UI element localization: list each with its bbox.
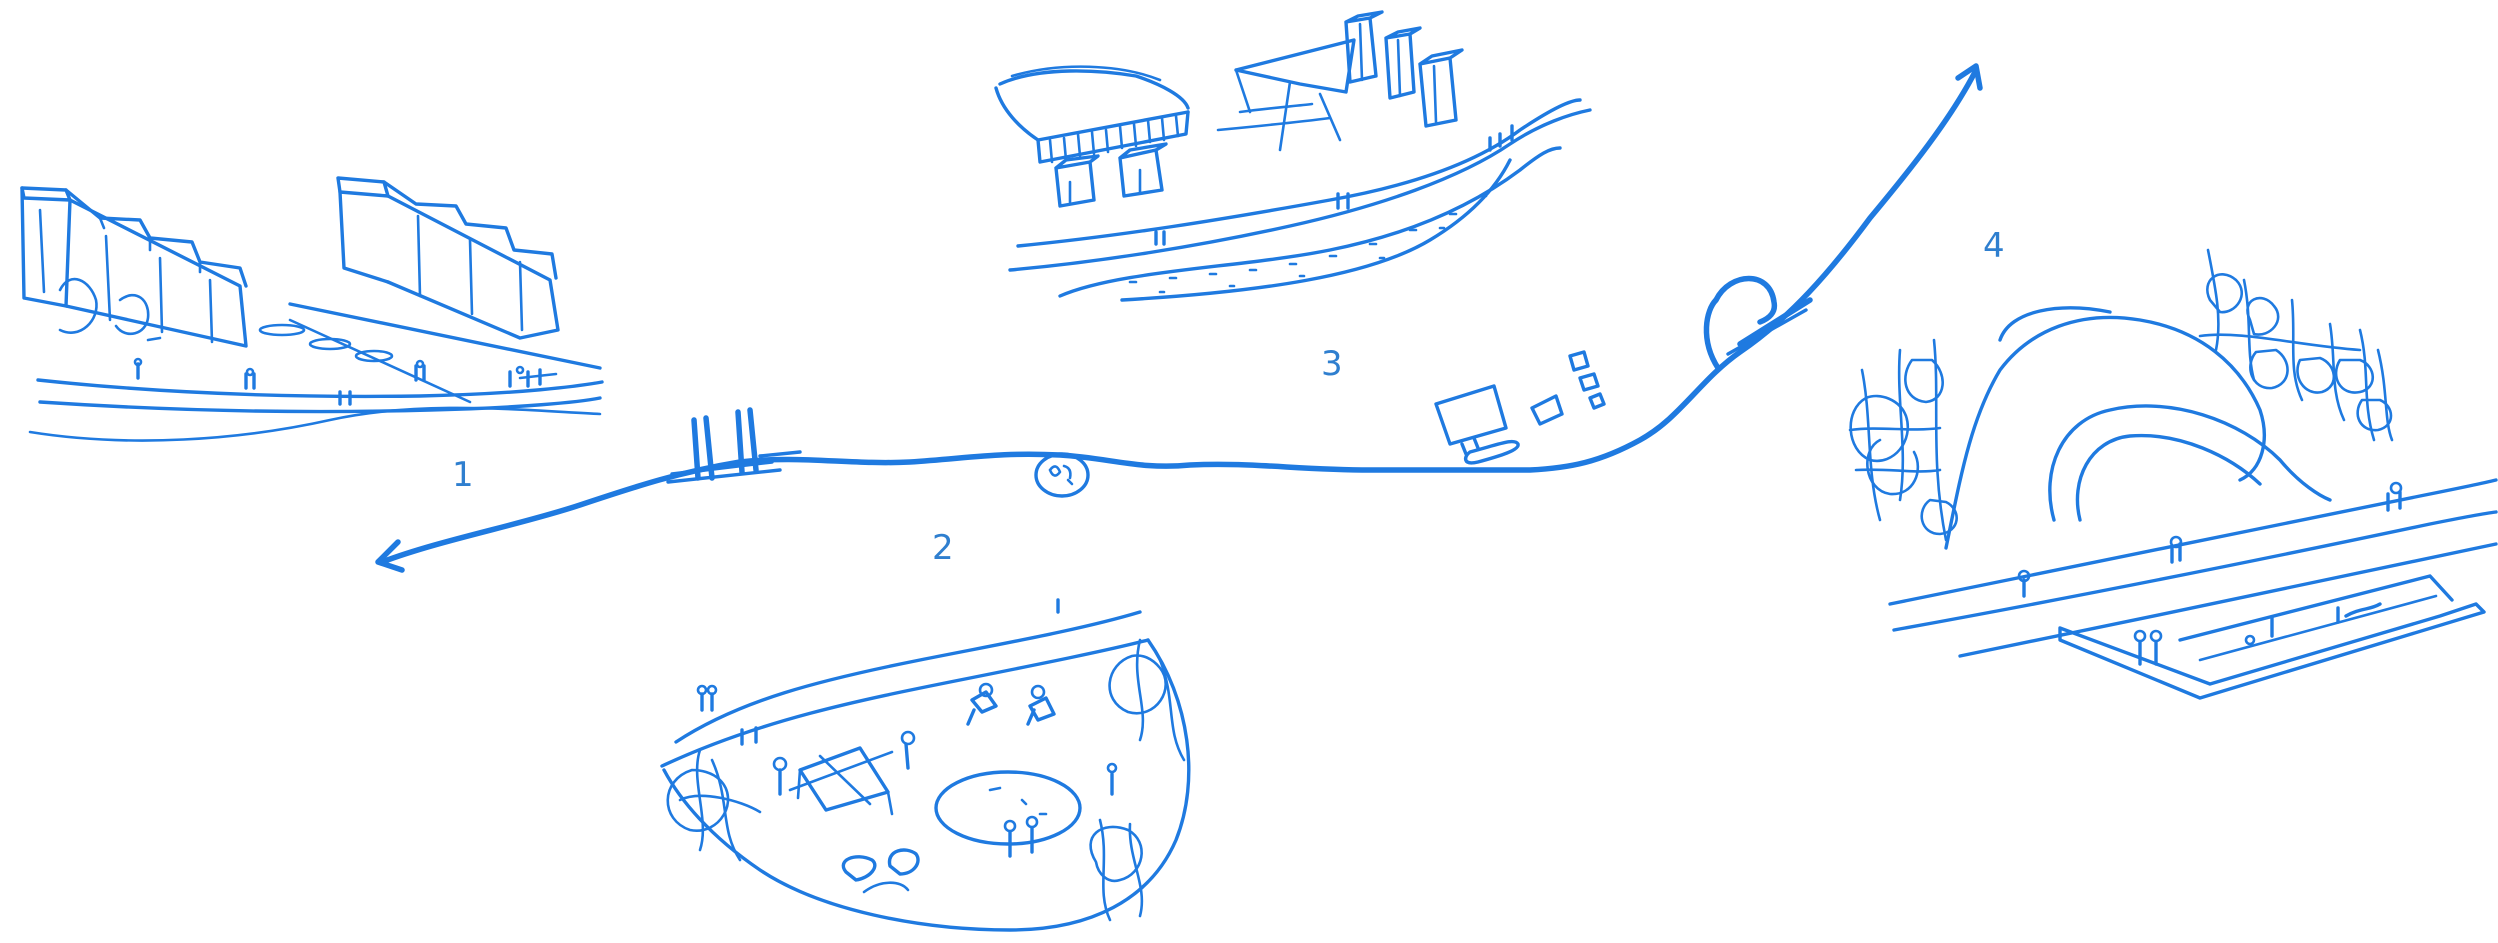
station-2-sketch	[662, 600, 1189, 930]
round-table-icon	[1036, 454, 1088, 496]
station-4-label: 4	[1983, 229, 2005, 263]
station-1-sketch	[22, 178, 602, 441]
station-1-label: 1	[452, 458, 474, 492]
station-3-label: 3	[1321, 347, 1343, 381]
route-line	[382, 72, 1975, 562]
bridge-icon	[668, 410, 800, 482]
station-2-label: 2	[932, 531, 954, 565]
lamp-icon	[1706, 279, 1810, 369]
station-4-sketch	[1850, 250, 2496, 698]
route-path	[378, 66, 1980, 570]
station-3-sketch	[996, 12, 1590, 300]
computer-devices-icon	[1436, 352, 1604, 463]
